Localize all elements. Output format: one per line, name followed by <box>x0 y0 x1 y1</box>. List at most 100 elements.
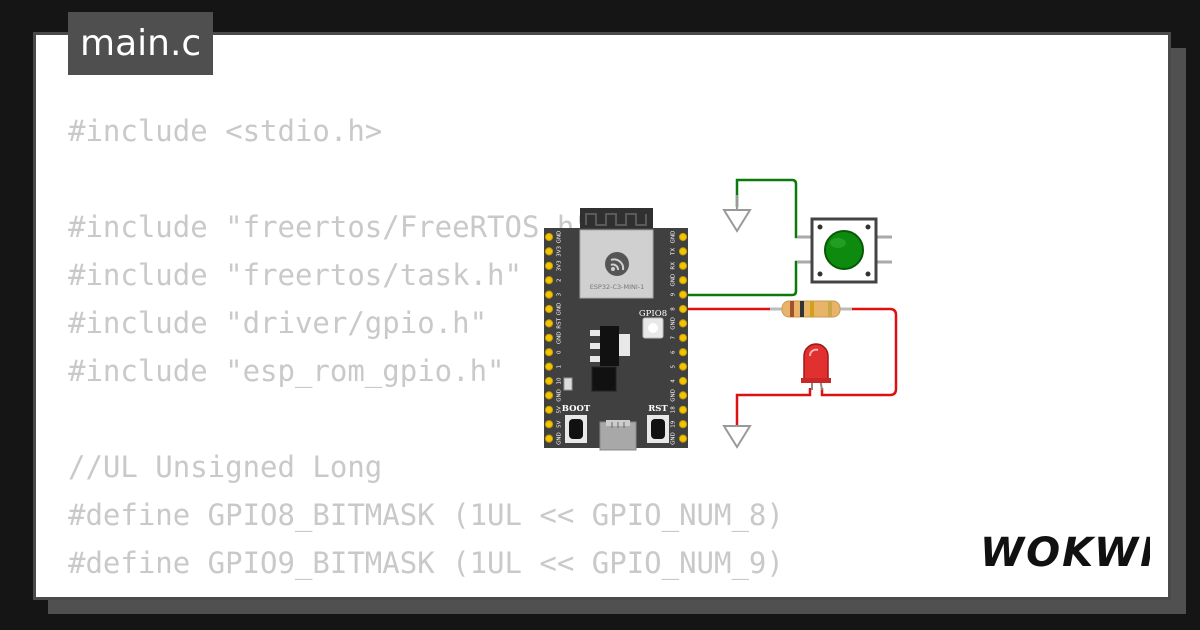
esp32-board[interactable]: ESP32-C3-MINI-1 GPIO8 BOOT RST GND 3V3 3V3… <box>544 208 688 451</box>
left-pin[interactable] <box>544 319 554 328</box>
right-pin[interactable] <box>678 276 688 285</box>
code-line: #include "driver/gpio.h" <box>68 306 488 340</box>
left-pin-label: 0 <box>557 350 563 354</box>
left-pin-label: 5V <box>557 420 563 427</box>
left-pin-label: GND <box>557 432 563 445</box>
code-line: #define GPIO8_BITMASK (1UL << GPIO_NUM_8… <box>68 498 784 532</box>
right-pin[interactable] <box>678 348 688 357</box>
wire-resistor-led <box>820 307 898 397</box>
left-pin[interactable] <box>544 434 554 443</box>
file-tab[interactable]: main.c <box>68 12 214 75</box>
wokwi-logo-text: WOKWI <box>980 530 1150 576</box>
ground-symbol-bottom <box>722 425 752 449</box>
usb-connector <box>599 420 637 451</box>
left-pin-label: GND <box>557 331 563 344</box>
usb-serial-chip <box>591 366 617 392</box>
left-pin[interactable] <box>544 420 554 429</box>
led <box>801 343 831 391</box>
right-pin-label: RX <box>671 262 677 270</box>
right-pin-label: 4 <box>671 379 677 383</box>
left-pin-label: GND <box>557 231 563 244</box>
code-line: #include "freertos/FreeRTOS.h" <box>68 210 592 244</box>
right-pin[interactable] <box>678 420 688 429</box>
left-pin-label: GND <box>557 389 563 402</box>
left-pin[interactable] <box>544 276 554 285</box>
right-pin-label: 6 <box>671 350 677 354</box>
left-pin[interactable] <box>544 391 554 400</box>
resistor <box>770 300 852 318</box>
right-pin[interactable] <box>678 290 688 299</box>
antenna <box>585 213 647 226</box>
left-pin-label: 1 <box>557 365 563 369</box>
right-pin-label: 8 <box>671 307 677 311</box>
left-pin-label: 5V <box>557 406 563 413</box>
code-line: #include "esp_rom_gpio.h" <box>68 354 505 388</box>
boot-button <box>569 419 583 439</box>
left-pin[interactable] <box>544 290 554 299</box>
left-pin-label: 3V3 <box>557 260 563 271</box>
left-pin-label: 3 <box>557 292 563 296</box>
right-pin-label: 9 <box>671 292 677 296</box>
left-pin-label: GND <box>557 303 563 316</box>
right-pin[interactable] <box>678 434 688 443</box>
voltage-regulator <box>590 326 630 366</box>
right-pin-label: GND <box>671 274 677 287</box>
wire-led-ground <box>735 388 812 425</box>
right-pin[interactable] <box>678 405 688 414</box>
right-pin[interactable] <box>678 319 688 328</box>
left-pin[interactable] <box>544 261 554 270</box>
code-line: #include "freertos/task.h" <box>68 258 522 292</box>
right-pin-label: GND <box>671 432 677 445</box>
code-line: //UL Unsigned Long <box>68 450 383 484</box>
left-pin[interactable] <box>544 247 554 256</box>
left-pin[interactable] <box>544 232 554 242</box>
boot-label: BOOT <box>562 404 591 414</box>
code-line: #define BUTTON_PRESSED 0UL <box>68 587 784 597</box>
espressif-logo-icon <box>605 252 629 276</box>
right-pin[interactable] <box>678 391 688 400</box>
right-pin-label: GND <box>671 317 677 330</box>
right-pin[interactable] <box>678 376 688 386</box>
left-pin-label: RST <box>557 317 563 328</box>
left-pin[interactable] <box>544 405 554 414</box>
ground-symbol-top <box>722 195 752 233</box>
file-tab-label: main.c <box>80 23 202 64</box>
module-label: ESP32-C3-MINI-1 <box>590 283 645 291</box>
right-pin-label: GND <box>671 389 677 402</box>
right-pin[interactable] <box>678 247 688 256</box>
right-pin[interactable] <box>678 261 688 270</box>
wokwi-logo: WOKWI <box>980 530 1150 576</box>
left-pin-label: 3V3 <box>557 246 563 257</box>
gpio8-label: GPIO8 <box>639 309 667 319</box>
right-pin-label: TX <box>671 248 677 256</box>
code-line: #include <stdio.h> <box>68 114 383 148</box>
right-pin-label: 18 <box>671 406 677 413</box>
right-pin-label: GND <box>671 231 677 244</box>
right-pin-label: 7 <box>671 336 677 340</box>
right-pin[interactable] <box>678 232 688 242</box>
right-pin[interactable] <box>678 333 688 342</box>
wire-button-ground <box>735 178 812 239</box>
left-pin[interactable] <box>544 362 554 371</box>
left-pin[interactable] <box>544 376 554 386</box>
code-view: #include <stdio.h> #include "freertos/Fre… <box>68 107 784 597</box>
pushbutton[interactable] <box>797 217 892 284</box>
right-pin-label: 19 <box>671 420 677 427</box>
wires <box>683 178 898 425</box>
right-pin[interactable] <box>678 362 688 371</box>
wire-gpio9-button <box>683 260 812 297</box>
pushbutton-cap <box>824 230 864 270</box>
rst-label: RST <box>648 404 668 414</box>
left-pin[interactable] <box>544 304 554 314</box>
right-pin-label: 5 <box>671 364 677 368</box>
right-pin[interactable] <box>678 304 688 314</box>
left-pin[interactable] <box>544 333 554 342</box>
left-pin-label: 10 <box>557 377 563 384</box>
left-pin-label: 2 <box>557 278 563 282</box>
code-line: #define GPIO9_BITMASK (1UL << GPIO_NUM_9… <box>68 546 784 580</box>
left-pin[interactable] <box>544 348 554 357</box>
reset-button <box>651 419 665 439</box>
